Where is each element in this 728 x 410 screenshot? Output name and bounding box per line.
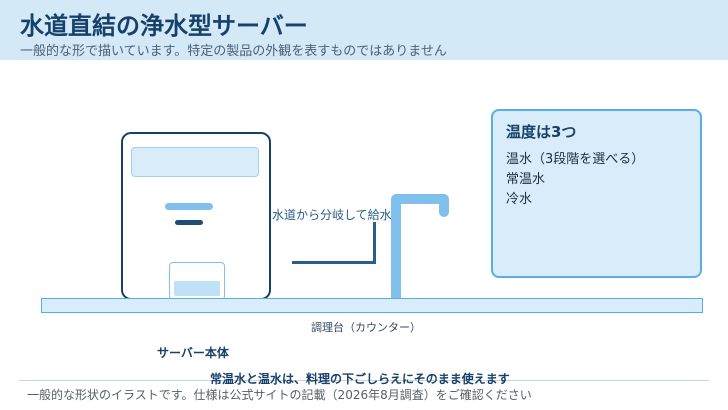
water-pipe-horizontal (292, 261, 376, 264)
server-dispense-area (169, 262, 225, 300)
server-indicator-bar (165, 203, 213, 210)
temperature-item-hot: 温水（3段階を選べる） (506, 152, 645, 167)
counter-label: 調理台（カウンター） (311, 321, 421, 334)
header-band: 水道直結の浄水型サーバー 一般的な形で描いています。特定の製品の外観を表すもので… (0, 0, 728, 60)
server-display-panel (131, 147, 259, 177)
page-title: 水道直結の浄水型サーバー (20, 12, 308, 40)
temperature-heading: 温度は3つ (506, 123, 577, 141)
faucet-icon (391, 194, 449, 302)
temperature-info-box: 温度は3つ 温水（3段階を選べる） 常温水 冷水 (491, 109, 702, 278)
footer-divider (19, 380, 709, 381)
pipe-label: 水道から分岐して給水 (272, 208, 392, 222)
temperature-item-cold: 冷水 (506, 192, 533, 207)
server-button-bar (175, 220, 203, 225)
temperature-item-room: 常温水 (506, 172, 546, 187)
water-server-illustration (121, 132, 271, 300)
footnote: 一般的な形状のイラストです。仕様は公式サイトの記載（2026年8月調査）をご確認… (27, 388, 532, 402)
server-body-label: サーバー本体 (157, 346, 229, 360)
counter-top (41, 298, 703, 313)
page-subtitle: 一般的な形で描いています。特定の製品の外観を表すものではありません (20, 44, 447, 59)
cup-icon (174, 281, 220, 296)
water-pipe-vertical (373, 222, 376, 264)
usage-note: 常温水と温水は、料理の下ごしらえにそのまま使えます (210, 372, 510, 386)
